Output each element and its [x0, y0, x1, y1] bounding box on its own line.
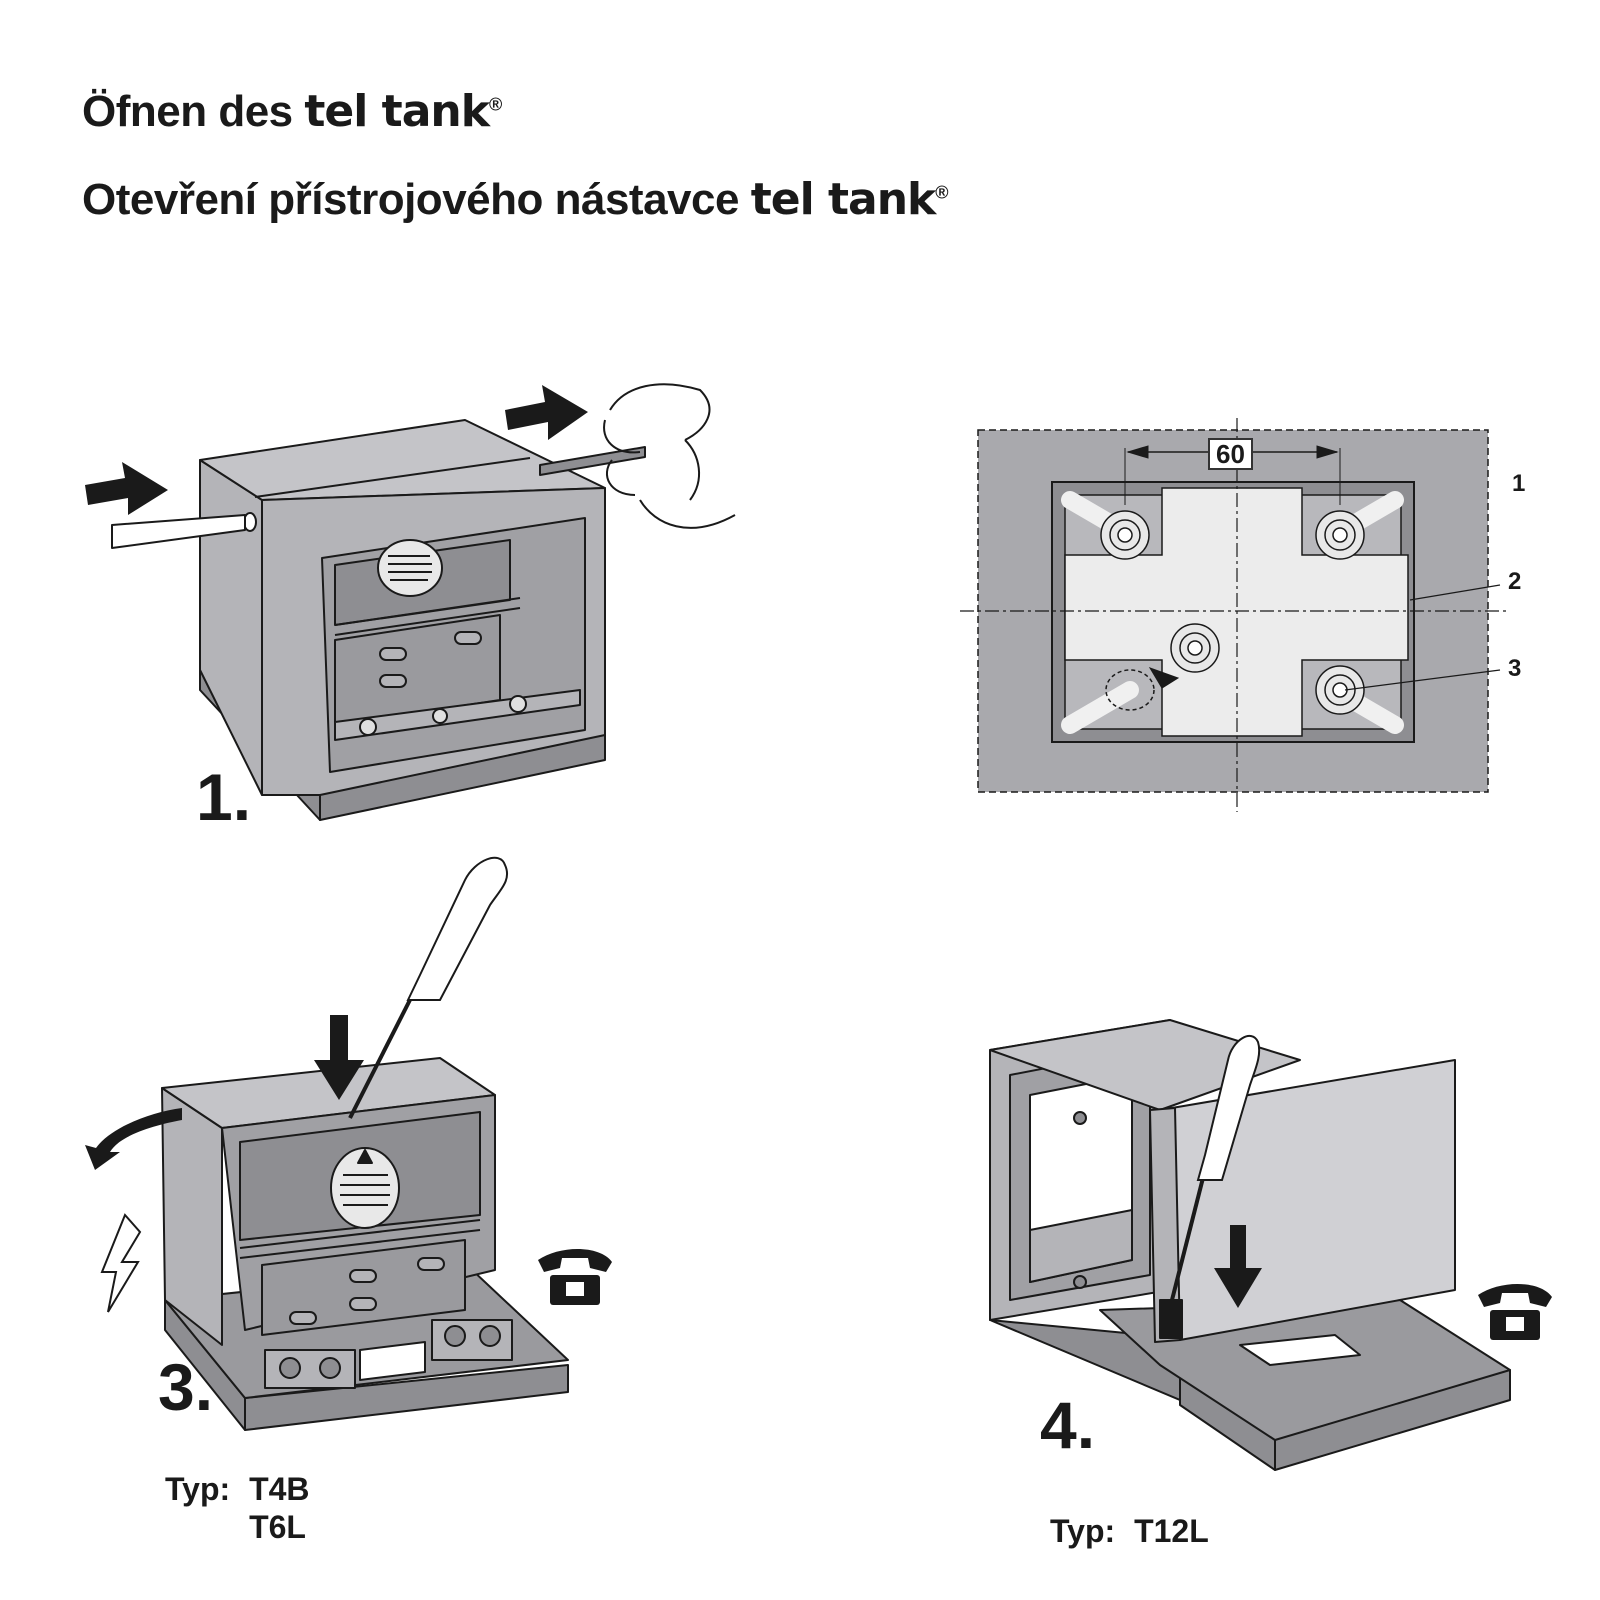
screwdriver-icon: [1170, 1035, 1261, 1301]
type-label-step3: Typ: T4B T6L: [165, 1470, 310, 1546]
arrow-icon: [314, 1015, 364, 1100]
registered-mark: ®: [488, 94, 502, 115]
telephone-icon: [1478, 1283, 1552, 1340]
callout-1: 1: [1512, 470, 1526, 497]
title-german: Öfnen des tel tank®: [82, 86, 502, 137]
callout-2: 2: [1508, 568, 1522, 595]
dimension-label: 60: [1208, 438, 1253, 470]
step1-label: 1.: [196, 760, 251, 834]
type-prefix-2: Typ:: [1050, 1513, 1116, 1549]
title-de-text: Öfnen des: [82, 87, 293, 136]
callout-3: 3: [1508, 655, 1522, 682]
type-label-step4: Typ: T12L: [1050, 1512, 1209, 1550]
step4-label: 4.: [1040, 1388, 1095, 1462]
type-value-t4b: T4B: [249, 1471, 310, 1507]
registered-mark-2: ®: [935, 182, 949, 203]
arrow-icon: [85, 385, 588, 515]
step1-illustration: [111, 419, 646, 821]
type-prefix: Typ:: [165, 1471, 231, 1507]
lightning-icon: [100, 1213, 142, 1313]
step2-plan-illustration: [960, 418, 1510, 812]
title-czech: Otevření přístrojového nástavce tel tank…: [82, 174, 949, 225]
type-value-t12l: T12L: [1134, 1513, 1209, 1549]
curved-arrow-icon: [85, 1108, 182, 1170]
telephone-icon: [538, 1248, 612, 1305]
arrow-icon: [1214, 1225, 1262, 1308]
step3-illustration: [161, 1057, 569, 1431]
screwdriver-icon: [348, 856, 509, 1119]
type-value-t6l: T6L: [249, 1509, 306, 1545]
brand-logo: tel tank: [304, 86, 490, 137]
title-cz-text: Otevření přístrojového nástavce: [82, 175, 739, 224]
hand-icon: [603, 383, 736, 529]
step3-label: 3.: [158, 1350, 213, 1424]
brand-logo-2: tel tank: [750, 174, 937, 225]
